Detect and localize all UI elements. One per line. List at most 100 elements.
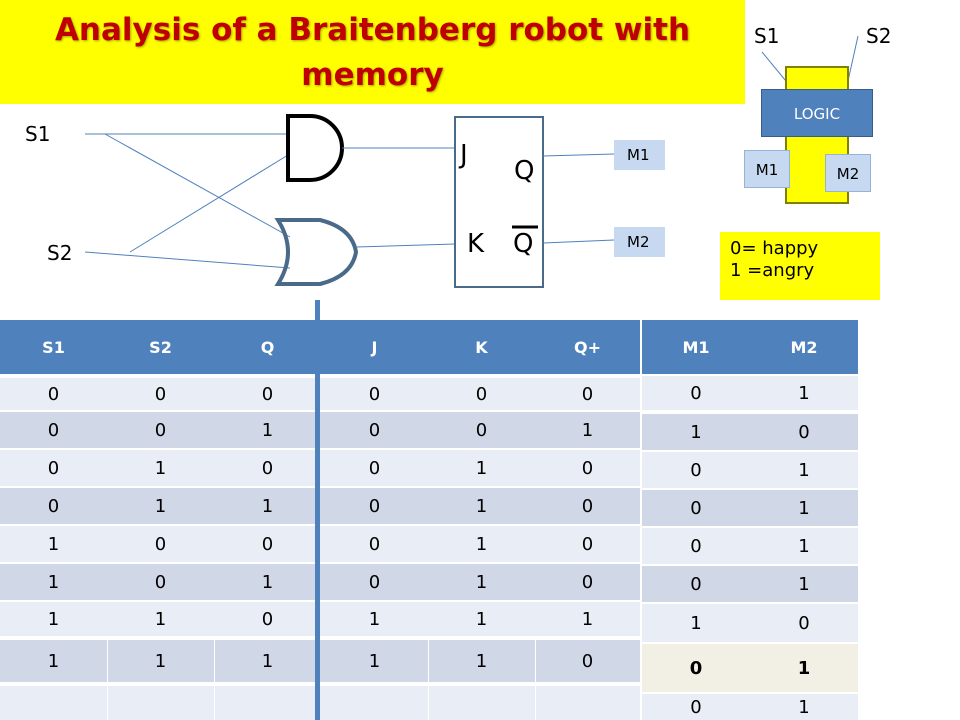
column-separator — [214, 640, 215, 720]
table-cell: 1 — [690, 612, 702, 634]
table-cell: 0 — [154, 419, 167, 441]
header-m2: M2 — [790, 337, 818, 357]
table-cell: 1 — [47, 533, 60, 555]
table-cell: 1 — [798, 535, 810, 557]
motor-table-header: M1 M2 — [642, 320, 858, 374]
table-cell: 0 — [581, 650, 594, 672]
flipflop-j-label: J — [460, 140, 468, 170]
header-q: Q — [260, 337, 275, 357]
input-s1-label: S1 — [25, 122, 51, 146]
table-cell: 0 — [690, 459, 702, 481]
block-s1-label: S1 — [754, 24, 780, 48]
table-cell: 0 — [368, 383, 381, 405]
column-separator — [107, 640, 108, 720]
table-cell: 1 — [261, 650, 274, 672]
table-cell: 0 — [690, 382, 702, 404]
table-cell: 1 — [798, 459, 810, 481]
table-cell: 1 — [475, 495, 488, 517]
table-cell: 1 — [261, 495, 274, 517]
table-cell: 1 — [798, 573, 810, 595]
table-cell: 0 — [690, 573, 702, 595]
flipflop-k-label: K — [467, 229, 485, 259]
truth-table-header: S1 S2 Q J K Q+ — [0, 320, 640, 374]
table-cell: 0 — [581, 383, 594, 405]
table-cell: 1 — [581, 608, 594, 630]
table-cell: 1 — [47, 571, 60, 593]
table-cell: 1 — [475, 571, 488, 593]
table-cell: 0 — [154, 571, 167, 593]
table-cell: 0 — [581, 495, 594, 517]
output-m2-box: M2 — [614, 227, 665, 257]
header-k: K — [475, 337, 488, 357]
block-m1-box: M1 — [744, 150, 790, 188]
table-cell: 0 — [798, 421, 810, 443]
table-cell: 0 — [261, 608, 274, 630]
header-qplus: Q+ — [573, 337, 601, 357]
input-s2-label: S2 — [47, 241, 73, 265]
state-legend: 0= happy 1 =angry — [720, 232, 880, 300]
header-j: J — [371, 337, 378, 357]
table-cell: 0 — [47, 495, 60, 517]
table-cell: 1 — [475, 533, 488, 555]
table-cell: 0 — [47, 383, 60, 405]
table-row-empty — [0, 686, 640, 720]
table-cell: 1 — [798, 382, 810, 404]
vertical-divider — [315, 300, 320, 720]
table-cell: 1 — [798, 696, 810, 718]
table-cell: 0 — [261, 533, 274, 555]
table-cell: 0 — [368, 419, 381, 441]
table-cell: 0 — [154, 533, 167, 555]
table-cell: 1 — [797, 657, 811, 679]
table-row: 1 0 0 0 1 0 — [0, 526, 640, 562]
table-cell: 0 — [368, 571, 381, 593]
table-cell: 1 — [368, 650, 381, 672]
legend-angry: 1 =angry — [730, 260, 815, 281]
table-cell: 1 — [368, 608, 381, 630]
table-cell: 1 — [475, 608, 488, 630]
table-cell: 1 — [47, 608, 60, 630]
table-cell: 1 — [154, 457, 167, 479]
table-cell: 0 — [261, 383, 274, 405]
or-gate — [274, 218, 359, 286]
table-cell: 1 — [154, 650, 167, 672]
table-cell: 0 — [581, 533, 594, 555]
column-separator — [428, 640, 429, 720]
legend-happy: 0= happy — [730, 238, 819, 259]
slide-title: Analysis of a Braitenberg robot with mem… — [54, 12, 691, 93]
table-cell: 1 — [261, 419, 274, 441]
table-cell: 0 — [690, 535, 702, 557]
output-m1-box: M1 — [614, 140, 665, 170]
table-cell: 1 — [690, 421, 702, 443]
table-cell: 0 — [581, 571, 594, 593]
wire-s1-or — [104, 133, 291, 238]
jk-flipflop — [454, 116, 544, 288]
table-cell: 0 — [581, 457, 594, 479]
wire-s2-and — [129, 154, 289, 253]
table-cell: 0 — [689, 657, 703, 679]
table-cell: 0 — [368, 533, 381, 555]
wire-s2-or — [84, 251, 291, 269]
table-cell: 0 — [690, 696, 702, 718]
header-s1: S1 — [42, 337, 65, 357]
table-cell: 1 — [47, 650, 60, 672]
table-cell: 0 — [47, 457, 60, 479]
table-cell: 0 — [475, 419, 488, 441]
block-m2-box: M2 — [825, 154, 871, 192]
header-s2: S2 — [149, 337, 172, 357]
